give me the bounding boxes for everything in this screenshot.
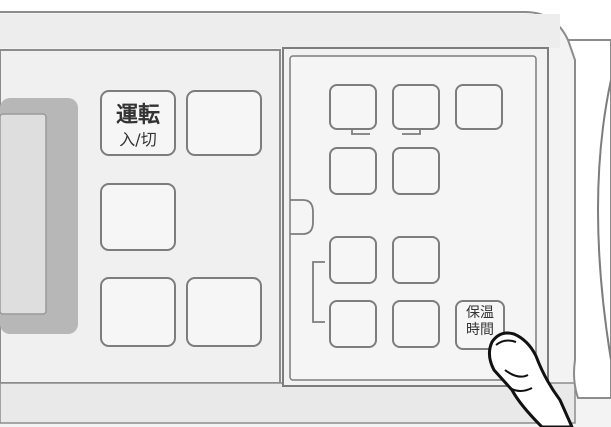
- lid-button-r2c2[interactable]: [392, 147, 440, 195]
- keep-warm-time-label-line2: 時間: [466, 322, 494, 338]
- lid-button-r3c1[interactable]: [329, 236, 377, 284]
- button-bottom-left[interactable]: [100, 277, 176, 347]
- button-top-right[interactable]: [186, 90, 262, 156]
- power-button[interactable]: 運転 入/切: [100, 90, 176, 156]
- power-button-label: 運転: [115, 103, 160, 128]
- lid-button-r3c2[interactable]: [392, 236, 440, 284]
- power-button-sublabel: 入/切: [119, 130, 157, 149]
- lid-button-r2c1[interactable]: [329, 147, 377, 195]
- lid-button-r1c3[interactable]: [455, 84, 503, 130]
- button-bottom-right[interactable]: [186, 277, 262, 347]
- button-middle[interactable]: [100, 183, 176, 251]
- lid-button-r4c1[interactable]: [329, 300, 377, 348]
- keep-warm-time-label-line1: 保温: [466, 305, 494, 321]
- lid-button-r1c2[interactable]: [392, 84, 440, 130]
- lid-button-r1c1[interactable]: [329, 84, 377, 130]
- lid-button-r4c2[interactable]: [392, 300, 440, 348]
